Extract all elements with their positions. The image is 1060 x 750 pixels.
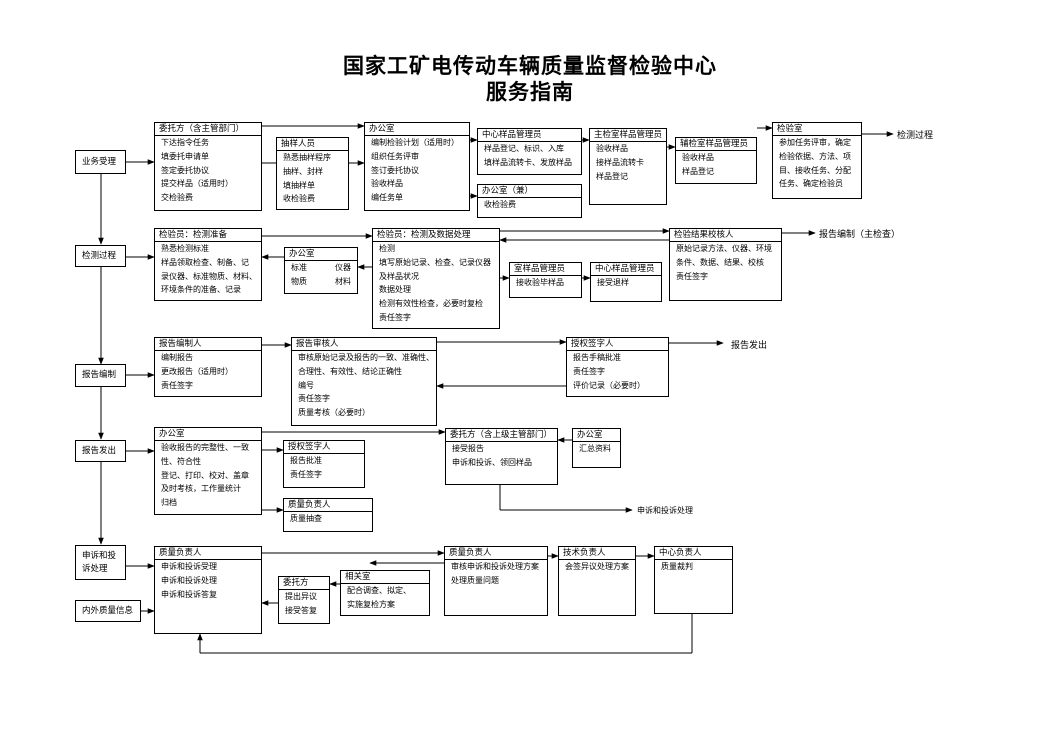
box-report-reviewer: 报告审核人 审核原始记录及报告的一致、准确性、 合理性、有效性、结论正确性 编号… xyxy=(291,337,437,426)
output-to-compile: 报告编制（主检查） xyxy=(819,230,901,240)
box-main-room-sample: 主检室样品管理员 验收样品 接样品流转卡 样品登记 xyxy=(589,128,667,205)
box-result-checker: 检验结果校核人 原始记录方法、仪器、环境 条件、数据、结果、校核 责任签字 xyxy=(669,228,782,301)
box-title: 辅检室样品管理员 xyxy=(676,138,756,151)
box-client1: 委托方（含主管部门） 下达指令任务 填委托申请单 签定委托协议 提交样品（适用时… xyxy=(154,122,262,211)
box-title: 办公室（兼） xyxy=(478,185,581,198)
output-to-appeal: 申诉和投诉处理 xyxy=(637,506,693,515)
output-to-issue: 报告发出 xyxy=(731,341,768,351)
box-quality-mgr2: 质量负责人 申诉和投诉受理 申诉和投诉处理 申诉和投诉答复 xyxy=(154,546,262,634)
box-signatory2: 授权签字人 报告批准 责任签字 xyxy=(283,440,365,488)
box-aux-room-sample: 辅检室样品管理员 验收样品 样品登记 xyxy=(675,137,757,184)
box-test-room: 检验室 参加任务评审，确定 检验依据、方法、项 目、接收任务、分配 任务、确定检… xyxy=(772,122,862,199)
box-title: 检验室 xyxy=(773,123,861,136)
box-title: 办公室 xyxy=(573,429,620,442)
box-tech-mgr: 技术负责人 会签异议处理方案 xyxy=(558,546,636,616)
box-title: 主检室样品管理员 xyxy=(590,129,666,142)
box-center-mgr: 中心负责人 质量裁判 xyxy=(654,546,733,614)
box-title: 中心样品管理员 xyxy=(591,263,661,276)
stage-business: 业务受理 xyxy=(75,150,126,174)
page-subtitle: 服务指南 xyxy=(486,80,574,104)
box-title: 检验员：检测准备 xyxy=(155,229,261,242)
box-title: 授权签字人 xyxy=(284,441,364,454)
box-title: 授权签字人 xyxy=(567,338,668,351)
box-title: 报告编制人 xyxy=(155,338,261,351)
box-title: 报告审核人 xyxy=(292,338,436,351)
box-client2: 委托方（含上级主管部门） 接受报告 申诉和投诉、领回样品 xyxy=(445,428,558,485)
box-title: 技术负责人 xyxy=(559,547,635,560)
stage-testing: 检测过程 xyxy=(75,245,126,267)
box-title: 委托方 xyxy=(279,577,329,590)
box-title: 检验结果校核人 xyxy=(670,229,781,242)
box-quality-mgr3: 质量负责人 审核申诉和投诉处理方案 处理质量问题 xyxy=(444,546,548,616)
box-title: 相关室 xyxy=(341,571,429,584)
stage-appeal: 申诉和投诉处理 xyxy=(75,545,126,580)
box-title: 质量负责人 xyxy=(155,547,261,560)
box-office2: 办公室 标准仪器 物质材料 xyxy=(284,247,358,294)
output-to-testing: 检测过程 xyxy=(897,131,934,141)
box-report-writer: 报告编制人 编制报告 更改报告（适用时） 责任签字 xyxy=(154,337,262,397)
box-sampler: 抽样人员 熟悉抽样程序 抽样、封样 填抽样单 收检验费 xyxy=(276,137,349,210)
box-title: 委托方（含主管部门） xyxy=(155,123,261,136)
stage-report-issue: 报告发出 xyxy=(75,440,126,462)
box-room-sample: 室样品管理员 接收验毕样品 xyxy=(509,262,582,298)
box-client3: 委托方 提出异议 接受答复 xyxy=(278,576,330,624)
page-title: 国家工矿电传动车辆质量监督检验中心 xyxy=(343,54,717,78)
box-office4: 办公室 汇总资料 xyxy=(572,428,621,468)
box-signatory1: 授权签字人 报告手稿批准 责任签字 评价记录（必要时） xyxy=(566,337,669,397)
box-title: 中心样品管理员 xyxy=(478,129,581,142)
box-office-part: 办公室（兼） 收检验费 xyxy=(477,184,582,218)
box-title: 办公室 xyxy=(285,248,357,261)
box-office1: 办公室 编制检验计划（适用时） 组织任务评审 签订委托协议 验收样品 编任务单 xyxy=(364,122,470,211)
box-inspector-prep: 检验员：检测准备 熟悉检测标准 样品领取检查、制备、记 录仪器、标准物质、材料、… xyxy=(154,228,262,301)
box-title: 委托方（含上级主管部门） xyxy=(446,429,557,442)
box-quality-mgr1: 质量负责人 质量抽查 xyxy=(283,498,373,532)
box-title: 室样品管理员 xyxy=(510,263,581,276)
box-center-sample: 中心样品管理员 样品登记、标识、入库 填样品流转卡、发放样品 xyxy=(477,128,582,175)
box-title: 中心负责人 xyxy=(655,547,732,560)
box-title: 办公室 xyxy=(365,123,469,136)
box-office3: 办公室 验收报告的完整性、一致 性、符合性 登记、打印、校对、盖章 及时考核，工… xyxy=(154,427,262,515)
box-title: 质量负责人 xyxy=(445,547,547,560)
stage-internal-info: 内外质量信息 xyxy=(75,600,141,622)
box-title: 质量负责人 xyxy=(284,499,372,512)
box-center-sample2: 中心样品管理员 接受退样 xyxy=(590,262,662,302)
box-title: 抽样人员 xyxy=(277,138,348,151)
box-title: 检验员：检测及数据处理 xyxy=(373,229,499,242)
box-title: 办公室 xyxy=(155,428,261,441)
box-related-room: 相关室 配合调查、拟定、 实施复检方案 xyxy=(340,570,430,616)
box-inspector-test: 检验员：检测及数据处理 检测 填写原始记录、检查、记录仪器 及样品状况 数据处理… xyxy=(372,228,500,329)
stage-report-compile: 报告编制 xyxy=(75,364,126,387)
